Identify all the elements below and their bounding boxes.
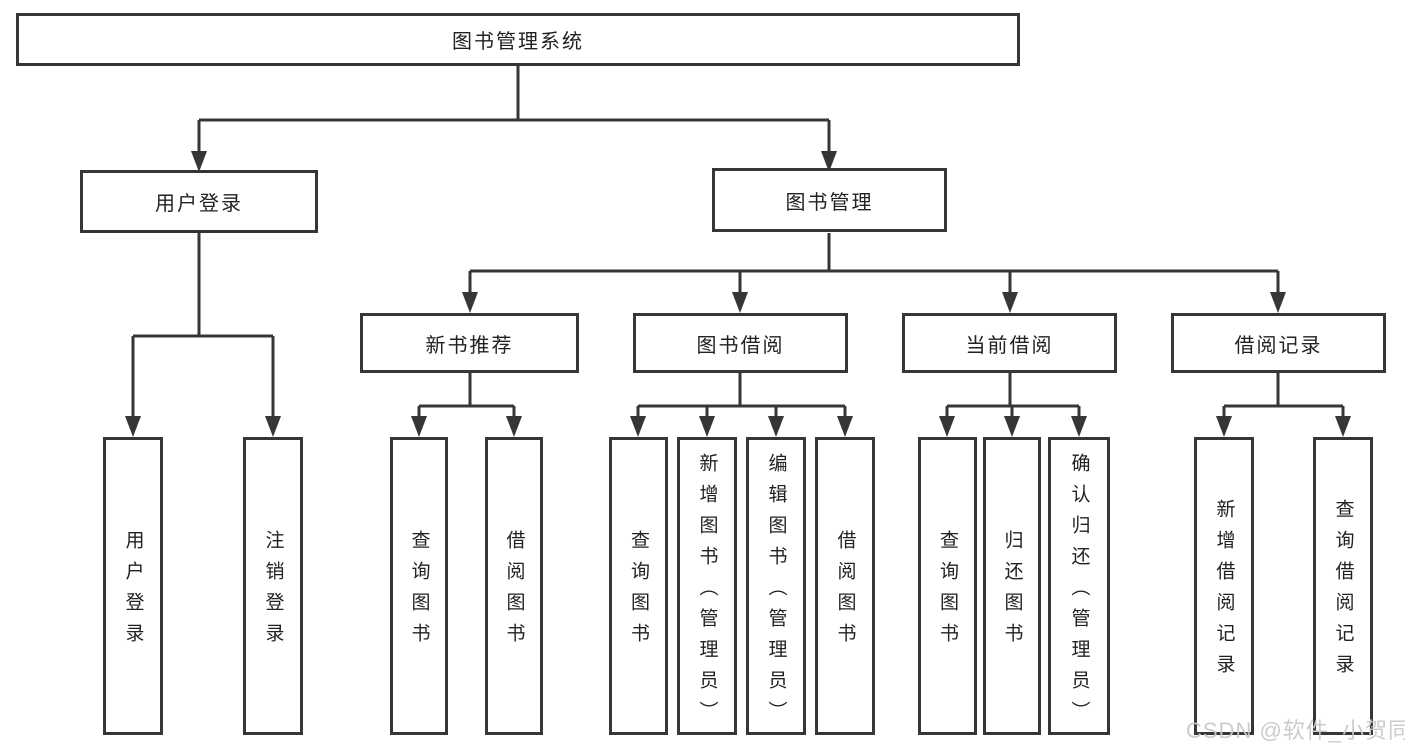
arrowheads [125, 151, 1351, 437]
node-book-management: 图书管理 [712, 168, 947, 232]
node-user-login: 用户登录 [80, 170, 318, 233]
leaf-label: 用户登录 [122, 530, 144, 654]
leaf-label: 借阅图书 [503, 530, 525, 654]
leaf-borrow-books-recommend: 借阅图书 [485, 437, 543, 735]
leaf-add-borrow-record: 新增借阅记录 [1194, 437, 1254, 735]
node-label: 图书管理 [785, 191, 874, 214]
leaf-add-books-admin: 新增图书（管理员） [677, 437, 737, 735]
leaf-label: 新增借阅记录 [1213, 499, 1235, 685]
node-borrowing-records: 借阅记录 [1171, 313, 1386, 373]
leaf-return-books: 归还图书 [983, 437, 1041, 735]
node-new-book-recommendation: 新书推荐 [360, 313, 579, 373]
leaf-label: 借阅图书 [834, 530, 856, 654]
leaf-label: 注销登录 [262, 530, 284, 654]
node-label: 用户登录 [155, 193, 243, 215]
leaf-query-books-current: 查询图书 [918, 437, 977, 735]
node-label: 当前借阅 [965, 334, 1054, 357]
leaf-user-login: 用户登录 [103, 437, 163, 735]
leaf-label: 查询图书 [628, 530, 649, 654]
leaf-query-books-recommend: 查询图书 [390, 437, 448, 735]
leaf-borrow-books: 借阅图书 [815, 437, 875, 735]
leaf-label: 编辑图书（管理员） [765, 452, 787, 732]
connector-elbows [131, 66, 1345, 418]
leaf-label: 查询借阅记录 [1332, 499, 1354, 685]
leaf-label: 查询图书 [408, 530, 430, 654]
leaf-logout-login: 注销登录 [243, 437, 303, 735]
leaf-label: 新增图书（管理员） [696, 452, 718, 732]
leaf-query-books-borrow: 查询图书 [609, 437, 668, 735]
leaf-label: 查询图书 [937, 530, 958, 654]
leaf-label: 归还图书 [1001, 530, 1023, 654]
csdn-watermark: CSDN @软件_小贺同学 [1186, 718, 1405, 743]
node-book-borrowing: 图书借阅 [633, 313, 848, 373]
leaf-query-borrow-record: 查询借阅记录 [1313, 437, 1373, 735]
leaf-edit-books-admin: 编辑图书（管理员） [746, 437, 806, 735]
node-library-management-system: 图书管理系统 [16, 13, 1020, 66]
leaf-confirm-return-admin: 确认归还（管理员） [1048, 437, 1110, 735]
leaf-label: 确认归还（管理员） [1068, 452, 1090, 732]
node-current-borrowing: 当前借阅 [902, 313, 1117, 373]
node-label: 新书推荐 [425, 334, 514, 357]
node-label: 借阅记录 [1234, 334, 1323, 357]
node-label: 图书借阅 [696, 334, 785, 357]
node-label: 图书管理系统 [452, 31, 584, 53]
